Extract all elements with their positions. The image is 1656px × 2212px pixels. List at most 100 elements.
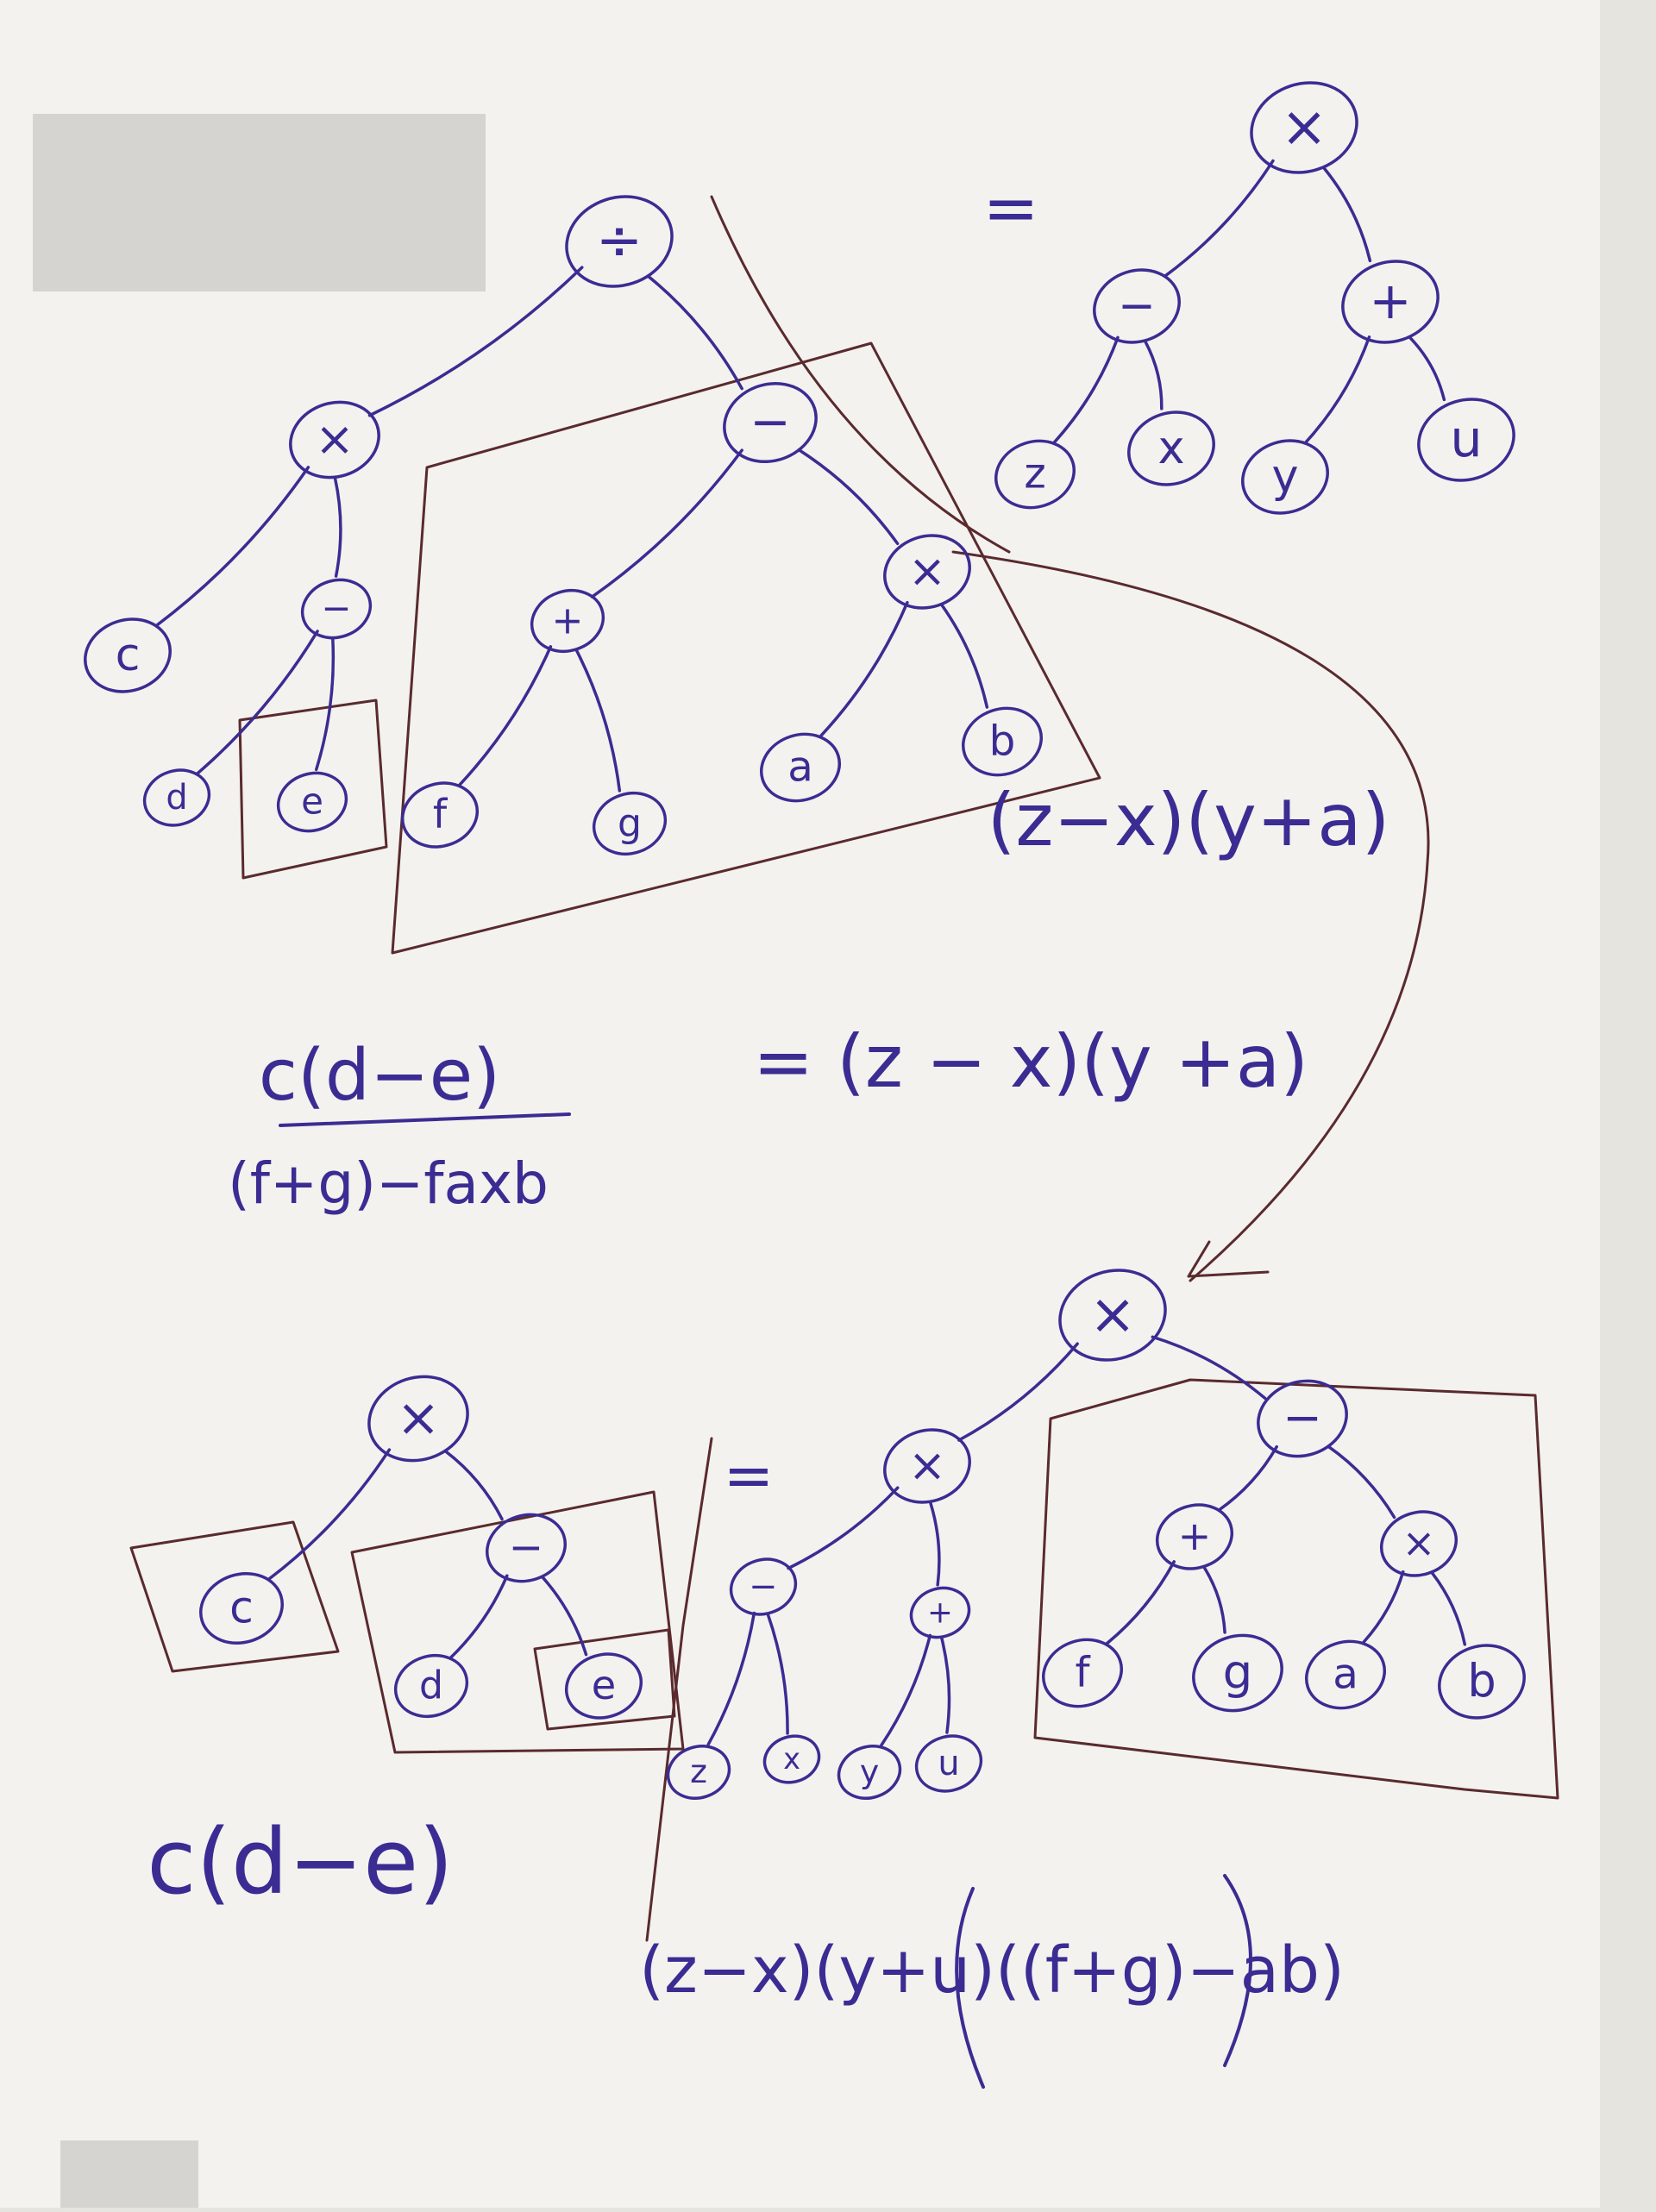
bottom-right-tree-edge-sub_zx-z [706, 1611, 756, 1746]
top-tree-edge-mul_ab-b [940, 604, 989, 709]
fraction-expression: c(d−e) (f+g)−faxb [228, 1035, 571, 1217]
bottom-left-tree-edge-sub-d [448, 1574, 509, 1659]
bottom-right-tree-node-f [1041, 1638, 1124, 1708]
e-box-bottom [533, 1628, 676, 1731]
redacted-block-bottom [60, 2140, 198, 2208]
top-tree-label-mul_ab: × [908, 545, 946, 598]
transfer-arrow-head [1187, 1240, 1270, 1278]
bottom-right-tree-label-sub_zx: − [749, 1567, 777, 1607]
bottom-right-tree-label-a: a [1333, 1651, 1358, 1699]
top-tree-label-g: g [618, 801, 642, 845]
right-tree-node-x [1127, 410, 1215, 486]
bottom-right-tree-edge-sub_zx-x [766, 1613, 789, 1735]
right-tree-label-sub_zx: − [1118, 279, 1156, 332]
bottom-right-tree-node-a [1304, 1639, 1387, 1710]
bottom-right-tree-label-u: u [938, 1744, 959, 1783]
top-tree-node-g [592, 792, 668, 855]
final-expression-right-paren [1223, 1874, 1252, 2067]
bottom-right-tree-label-y: y [860, 1752, 879, 1790]
top-tree-label-mul_left: × [315, 411, 354, 467]
bottom-right-tree-edge-mul_inner-plus_yu [928, 1501, 941, 1587]
bottom-left-tree-label-root: × [396, 1388, 440, 1449]
bottom-right-tree-label-plus_yu: + [927, 1595, 953, 1631]
top-selection-box [391, 342, 1101, 955]
bottom-left-tree-edge-sub-e [541, 1576, 588, 1657]
top-tree-edge-sub_big-mul_ab [797, 448, 900, 546]
top-tree-edge-mul_left-c [154, 466, 310, 628]
bottom-left-tree-edge-root-sub [443, 1450, 504, 1521]
fraction-denominator: (f+g)−faxb [228, 1150, 549, 1217]
bottom-right-tree-node-plus_yu [909, 1586, 971, 1639]
bottom-left-tree-node-c [199, 1571, 284, 1645]
redacted-block-top [33, 114, 486, 291]
top-tree-label-f: f [433, 791, 448, 837]
top-tree-edge-sub_de-e [314, 636, 336, 772]
bottom-right-tree-label-mul_inner: × [908, 1439, 946, 1492]
top-tree-edge-plus_fg-f [458, 645, 553, 786]
bottom-left-tree-label-c: c [229, 1582, 254, 1632]
top-tree-node-c [84, 617, 172, 693]
bottom-right-tree-node-x [762, 1734, 821, 1784]
fraction-bar [279, 1112, 571, 1127]
bottom-right-tree-node-sub_zx [729, 1557, 798, 1616]
right-tree-label-z: z [1024, 450, 1045, 498]
top-tree-node-a [759, 732, 842, 803]
bottom-right-tree-label-x: x [783, 1742, 800, 1776]
bottom-right-tree-edge-plus_yu-y [880, 1633, 932, 1747]
bottom-left-tree-edge-root-c [267, 1448, 392, 1582]
expression-zx-ya-top: (z−x)(y+a) [988, 778, 1390, 862]
final-expression: (z−x)(y+u)((f+g)−ab) [639, 1933, 1345, 2008]
top-tree-node-f [400, 781, 480, 849]
top-tree-node-root [565, 195, 674, 288]
right-tree-label-root: × [1281, 95, 1328, 160]
top-tree-node-d [142, 768, 211, 827]
bottom-right-tree-node-u [914, 1734, 983, 1793]
right-tree-edge-plus_yu-y [1304, 335, 1371, 444]
right-tree-edge-root-sub_zx [1163, 159, 1275, 279]
right-tree-label-u: u [1450, 409, 1482, 468]
equal-sign-label: = [982, 170, 1038, 248]
top-tree-node-plus_fg [530, 589, 605, 653]
bottom-left-tree-label-d: d [419, 1664, 443, 1708]
right-tree-label-x: x [1157, 422, 1184, 474]
bottom-right-tree-label-sub_big: − [1283, 1390, 1322, 1445]
bottom-right-tree-edge-mul_inner-sub_zx [787, 1486, 900, 1570]
bottom-right-tree-node-mul_inner [883, 1428, 971, 1504]
bottom-left-tree-node-d [393, 1654, 469, 1718]
bottom-right-box [1033, 1378, 1559, 1800]
bottom-right-tree-label-b: b [1467, 1655, 1496, 1708]
top-tree-edge-sub_de-d [195, 630, 319, 776]
top-tree-edge-root-mul_left [367, 266, 584, 417]
bottom-right-tree-edge-plus_yu-u [939, 1636, 951, 1734]
right-tree-edge-root-plus_yu [1322, 166, 1372, 263]
vertical-divider [645, 1437, 713, 1942]
right-tree-edge-sub_zx-x [1144, 340, 1164, 410]
top-tree-node-sub_de [300, 578, 373, 640]
right-tree-node-y [1241, 439, 1329, 515]
bottom-right-tree-label-plus_fg: + [1178, 1513, 1212, 1559]
bottom-right-tree-label-mul_ab: × [1402, 1520, 1436, 1566]
bottom-right-tree-node-plus_fg [1155, 1503, 1234, 1570]
final-expression-left-paren [955, 1887, 985, 2089]
top-tree-edge-mul_left-sub_de [333, 476, 342, 578]
fraction-numerator: c(d−e) [259, 1035, 500, 1117]
top-tree-label-a: a [787, 743, 813, 792]
expression-zx-ya-mid: = (z − x)(y +a) [753, 1019, 1308, 1104]
bottom-right-tree-node-sub_big [1257, 1379, 1348, 1458]
bottom-right-tree-node-g [1192, 1633, 1283, 1713]
bottom-right-tree-label-z: z [690, 1752, 707, 1790]
top-tree-label-b: b [989, 717, 1016, 766]
bottom-left-tree-node-root [367, 1375, 469, 1463]
bottom-left-tree-label-e: e [592, 1662, 616, 1708]
right-tree-edge-plus_yu-u [1408, 335, 1446, 402]
right-tree-node-u [1417, 398, 1515, 482]
bottom-right-tree-edge-mul_ab-b [1430, 1571, 1467, 1646]
top-tree-node-mul_left [289, 400, 380, 479]
bottom-left-tree-node-e [564, 1652, 643, 1720]
top-tree-edge-mul_ab-a [819, 600, 909, 738]
